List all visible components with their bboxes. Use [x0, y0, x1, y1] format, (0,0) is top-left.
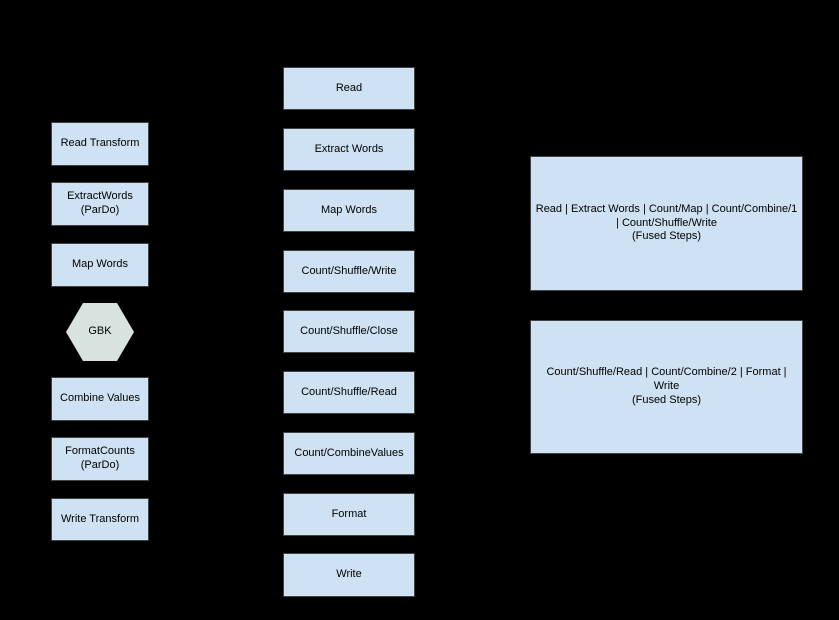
- node-gbk-hexagon: GBK: [66, 303, 134, 361]
- node-write-transform: Write Transform: [51, 498, 149, 541]
- node-count-combinevalues-step: Count/CombineValues: [283, 432, 415, 475]
- node-count-shuffle-close-step: Count/Shuffle/Close: [283, 310, 415, 353]
- node-combine-values: Combine Values: [51, 377, 149, 421]
- node-map-words-left: Map Words: [51, 243, 149, 287]
- node-count-shuffle-write-step: Count/Shuffle/Write: [283, 250, 415, 293]
- node-write-step: Write: [283, 553, 415, 597]
- node-fused-steps-1: Read | Extract Words | Count/Map | Count…: [530, 156, 803, 291]
- node-read-step: Read: [283, 67, 415, 110]
- node-formatcounts-pardo: FormatCounts (ParDo): [51, 437, 149, 481]
- node-count-shuffle-read-step: Count/Shuffle/Read: [283, 371, 415, 414]
- node-read-transform: Read Transform: [51, 122, 149, 166]
- node-extractwords-pardo: ExtractWords (ParDo): [51, 182, 149, 226]
- node-fused-steps-2: Count/Shuffle/Read | Count/Combine/2 | F…: [530, 320, 803, 454]
- node-map-words-step: Map Words: [283, 189, 415, 232]
- node-format-step: Format: [283, 493, 415, 536]
- node-extract-words-step: Extract Words: [283, 128, 415, 171]
